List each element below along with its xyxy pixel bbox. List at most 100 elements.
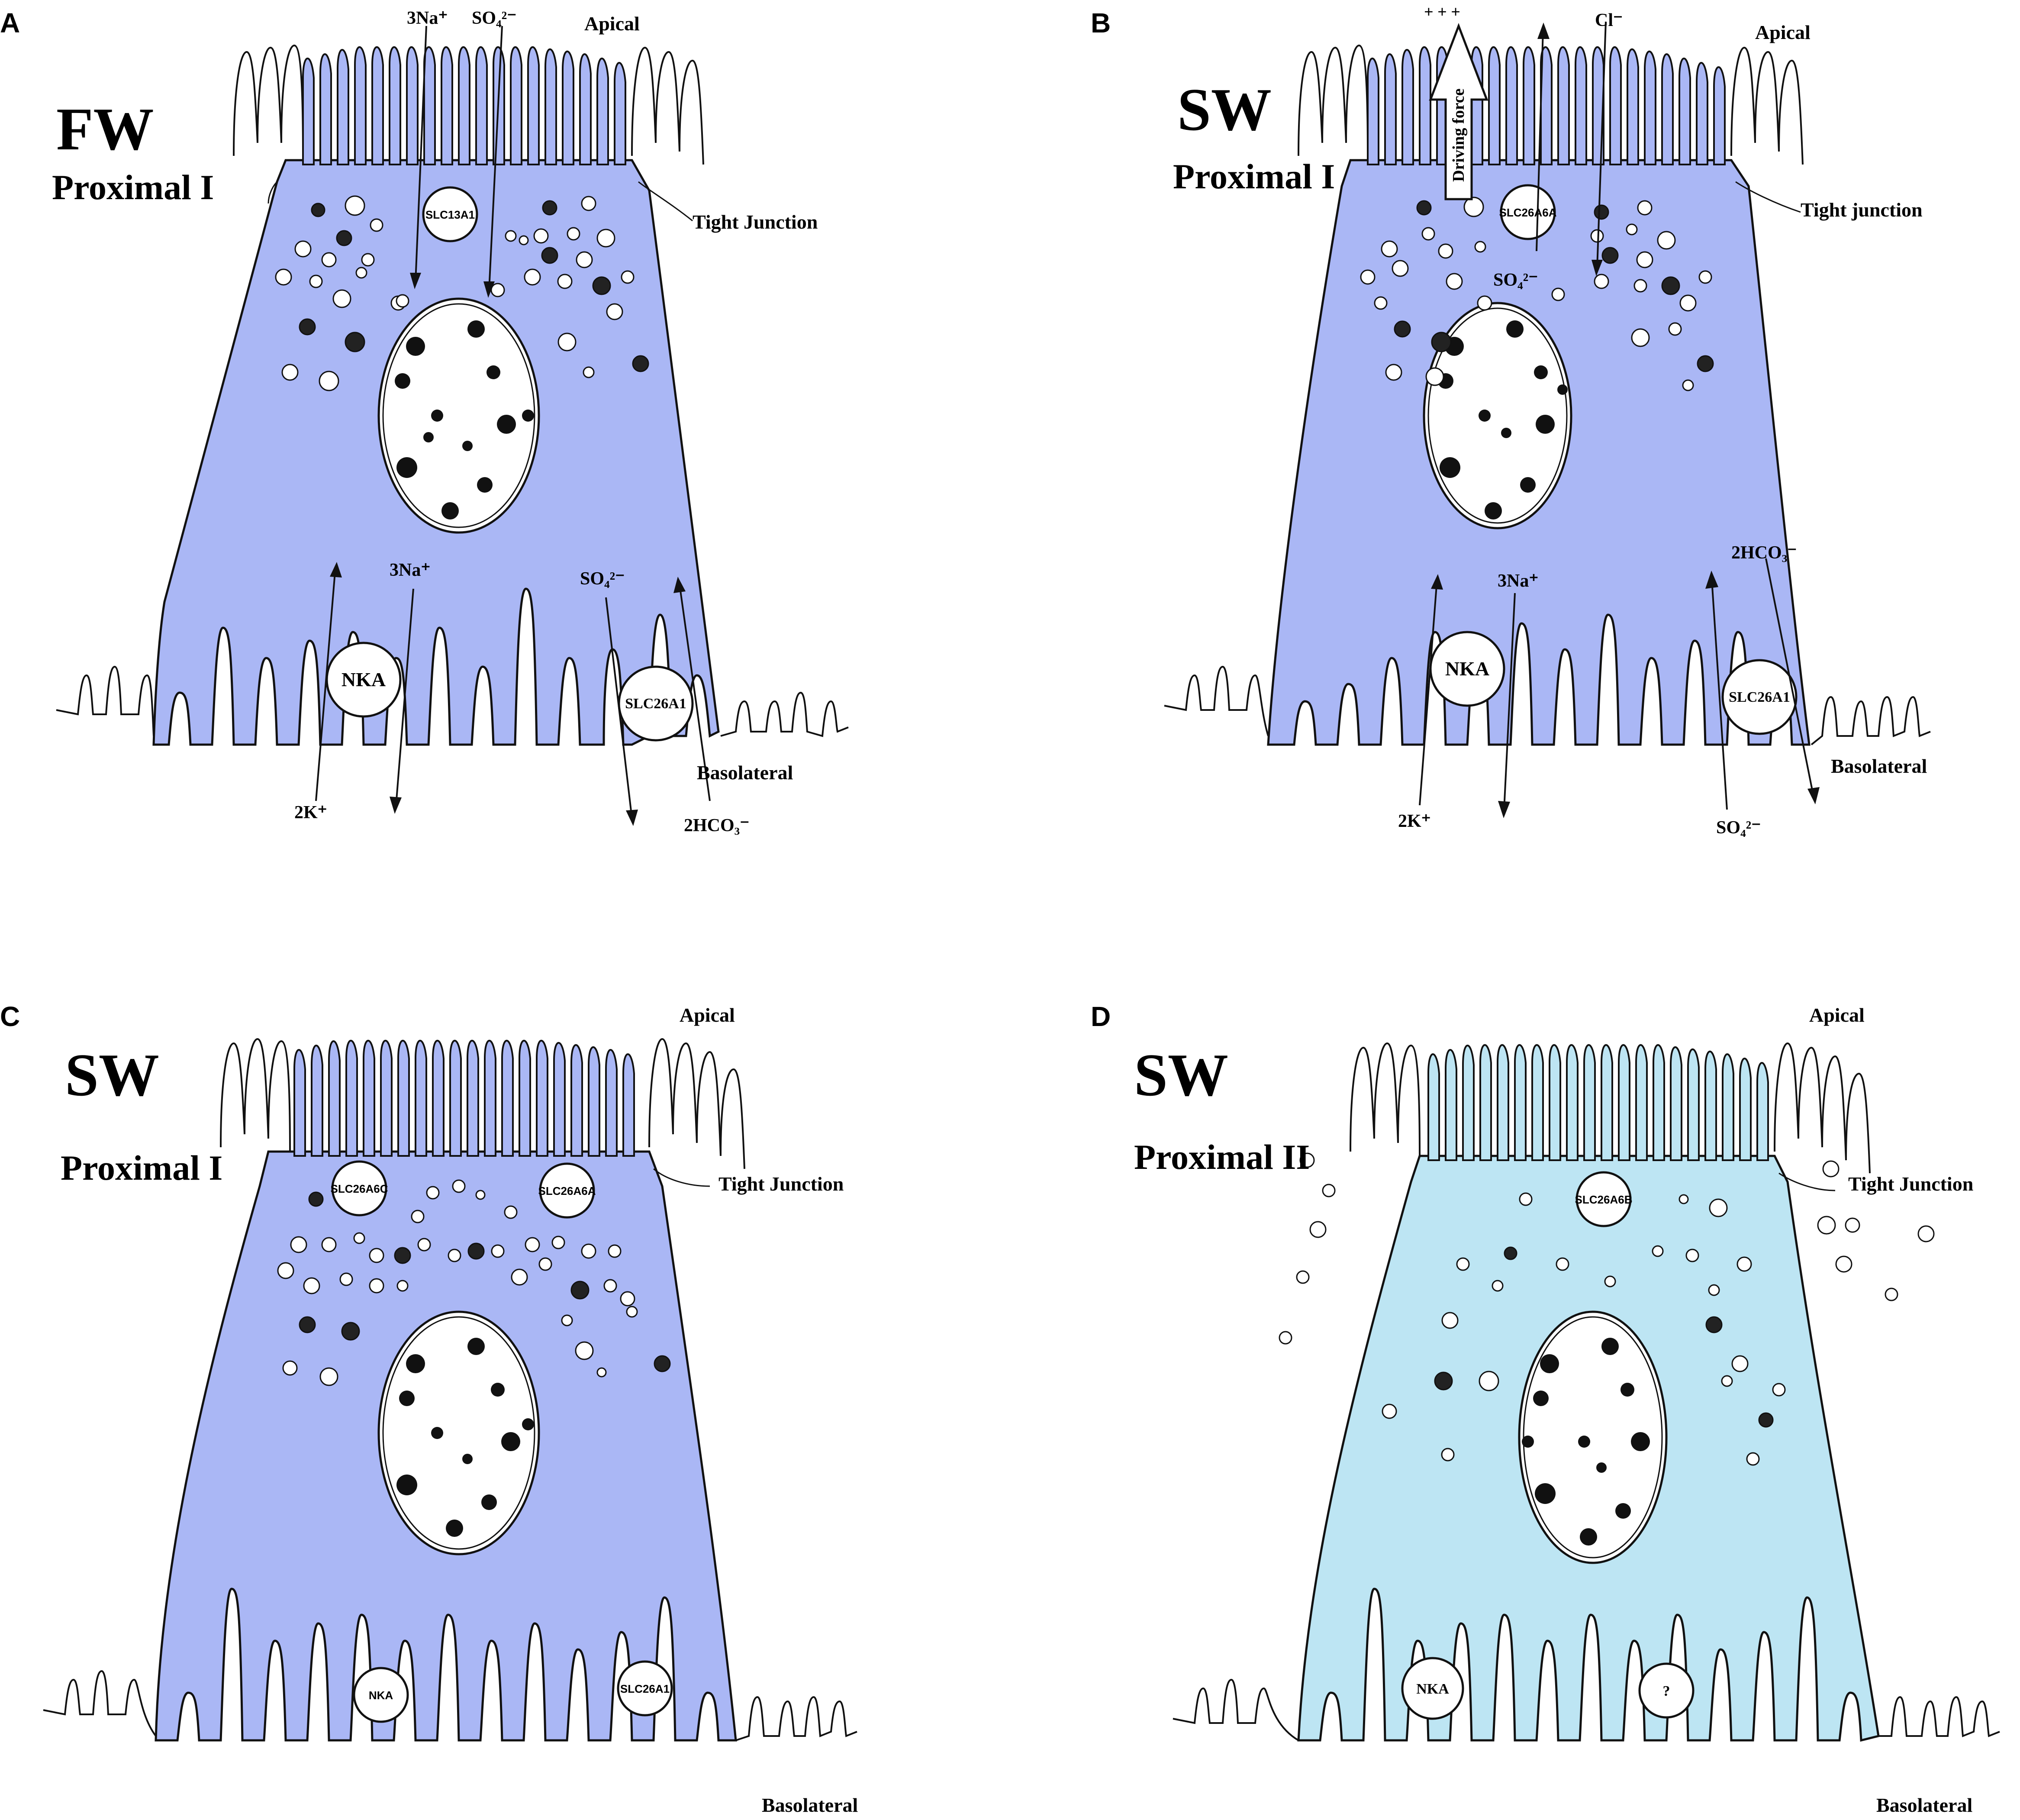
slc26a1-transporter-b <box>1721 659 1798 735</box>
unknown-transporter-label: ? <box>1663 1683 1670 1699</box>
slc26a6a-label-c: SLC26A6A <box>538 1184 596 1197</box>
tight-junction-label-c: Tight Junction <box>718 1173 844 1195</box>
apical-label-c: Apical <box>680 1004 735 1026</box>
vesicles-d <box>1382 1192 1786 1466</box>
vesicles-b <box>1360 197 1714 391</box>
apical-label-b: Apical <box>1755 21 1811 43</box>
basal-folds-right-c <box>735 1696 857 1741</box>
ion-na-apical-a: 3Na⁺ <box>407 8 448 28</box>
ion-hco3-b: 2HCO₃⁻ <box>1731 543 1797 563</box>
outer-microvilli-c <box>220 1038 745 1169</box>
ion-so4-apical-a: SO₄²⁻ <box>472 8 516 28</box>
slc26a6c-transporter <box>331 1160 387 1217</box>
nucleus-c <box>377 1310 540 1555</box>
slc26a6a-label-b: SLC26A6A <box>1499 206 1557 219</box>
driving-force-arrow: Driving force <box>1429 23 1488 200</box>
ion-k-a: 2K⁺ <box>294 803 327 823</box>
panel-a: A <box>0 7 849 836</box>
ion-so4-apical-b: SO₄²⁻ <box>1493 270 1538 290</box>
basal-folds-left-c <box>43 1670 157 1737</box>
condition-label-a: FW <box>56 96 154 163</box>
condition-label-b: SW <box>1177 76 1272 143</box>
panel-b: B <box>1091 3 1931 838</box>
condition-label-c: SW <box>65 1042 159 1109</box>
region-label-b: Proximal I <box>1173 157 1335 196</box>
panel-letter-d: D <box>1091 1001 1111 1032</box>
basolateral-label-d: Basolateral <box>1876 1794 1972 1816</box>
nka-label-c: NKA <box>369 1689 393 1702</box>
extracellular-vesicles-d <box>1279 1152 1935 1345</box>
slc26a6c-label: SLC26A6C <box>331 1182 388 1195</box>
nucleus-a <box>377 297 540 534</box>
basal-folds-right-a <box>720 691 849 737</box>
basal-folds-left-d <box>1173 1678 1299 1741</box>
brush-border-d <box>1427 1044 1769 1161</box>
tight-junction-label-a: Tight Junction <box>693 211 818 233</box>
unknown-transporter-d <box>1638 1662 1695 1719</box>
basolateral-label-c: Basolateral <box>762 1794 858 1816</box>
condition-label-d: SW <box>1134 1042 1228 1109</box>
nucleus-b <box>1423 302 1572 529</box>
nka-label-b: NKA <box>1445 658 1489 680</box>
basal-folds-left-b <box>1164 665 1269 736</box>
basolateral-label-b: Basolateral <box>1831 755 1927 777</box>
apical-label-a: Apical <box>584 13 640 35</box>
ion-cl-b: Cl⁻ <box>1595 10 1623 30</box>
tight-junction-label-d: Tight Junction <box>1848 1173 1973 1195</box>
vesicles-c <box>277 1179 671 1386</box>
slc26a6a-transporter-c <box>539 1162 595 1219</box>
ion-hco3-a: 2HCO₃⁻ <box>684 816 749 836</box>
slc26a1-transporter-c <box>617 1660 673 1717</box>
chromatin-b <box>1438 320 1568 520</box>
slc26a1-label-b: SLC26A1 <box>1729 689 1790 705</box>
chromatin-a <box>395 320 534 520</box>
panel-letter-c: C <box>0 1001 20 1032</box>
slc13a1-label: SLC13A1 <box>425 208 475 221</box>
slc26a6b-label: SLC26A6B <box>1575 1193 1633 1206</box>
arrows-b <box>1419 21 1820 818</box>
brush-border-c <box>293 1039 635 1157</box>
nucleus-d <box>1518 1310 1668 1564</box>
brush-border-b <box>1367 46 1726 165</box>
basal-folds-right-d <box>1878 1696 2000 1737</box>
slc26a6a-transporter-b <box>1500 184 1556 240</box>
brush-border-a <box>302 46 626 165</box>
slc13a1-transporter <box>422 186 478 242</box>
panel-c: C <box>0 1001 858 1816</box>
tight-junction-line-a <box>638 181 693 222</box>
slc26a1-label-c: SLC26A1 <box>620 1682 670 1695</box>
tight-junction-label-b: Tight junction <box>1801 199 1923 221</box>
chromatin-c <box>396 1338 534 1537</box>
ion-so4-baso-b: SO₄²⁻ <box>1716 818 1761 838</box>
chromatin-d <box>1522 1338 1650 1546</box>
nka-pump-c <box>353 1667 409 1723</box>
nka-label-d: NKA <box>1416 1681 1449 1697</box>
tight-junction-line-b <box>1735 181 1801 213</box>
panel-d: D <box>1091 1001 2000 1816</box>
region-label-a: Proximal I <box>52 168 214 207</box>
arrows-a <box>315 26 711 826</box>
slc26a1-label-a: SLC26A1 <box>625 696 686 712</box>
vesicles-a <box>275 195 649 391</box>
nka-label-a: NKA <box>341 668 386 691</box>
ion-na-baso-b: 3Na⁺ <box>1498 571 1539 591</box>
charge-label: + + + <box>1424 3 1460 21</box>
outer-microvilli-b <box>1298 44 1804 165</box>
ion-k-b: 2K⁺ <box>1398 811 1431 831</box>
nka-pump-d <box>1401 1657 1464 1720</box>
basolateral-label-a: Basolateral <box>697 762 793 784</box>
slc26a6b-transporter <box>1575 1171 1632 1227</box>
basal-folds-right-b <box>1811 696 1931 745</box>
panel-letter-a: A <box>0 7 20 39</box>
ion-so4-baso-a: SO₄²⁻ <box>580 569 625 589</box>
apical-label-d: Apical <box>1809 1004 1865 1026</box>
tight-junction-line-c <box>653 1168 710 1187</box>
tight-junction-line-d <box>1778 1172 1836 1191</box>
panel-letter-b: B <box>1091 7 1111 39</box>
ion-na-baso-a: 3Na⁺ <box>390 560 431 580</box>
region-label-c: Proximal I <box>61 1148 222 1188</box>
driving-force-label: Driving force <box>1450 88 1468 182</box>
basal-folds-left-a <box>56 665 155 736</box>
outer-microvilli-d <box>1350 1042 1871 1174</box>
